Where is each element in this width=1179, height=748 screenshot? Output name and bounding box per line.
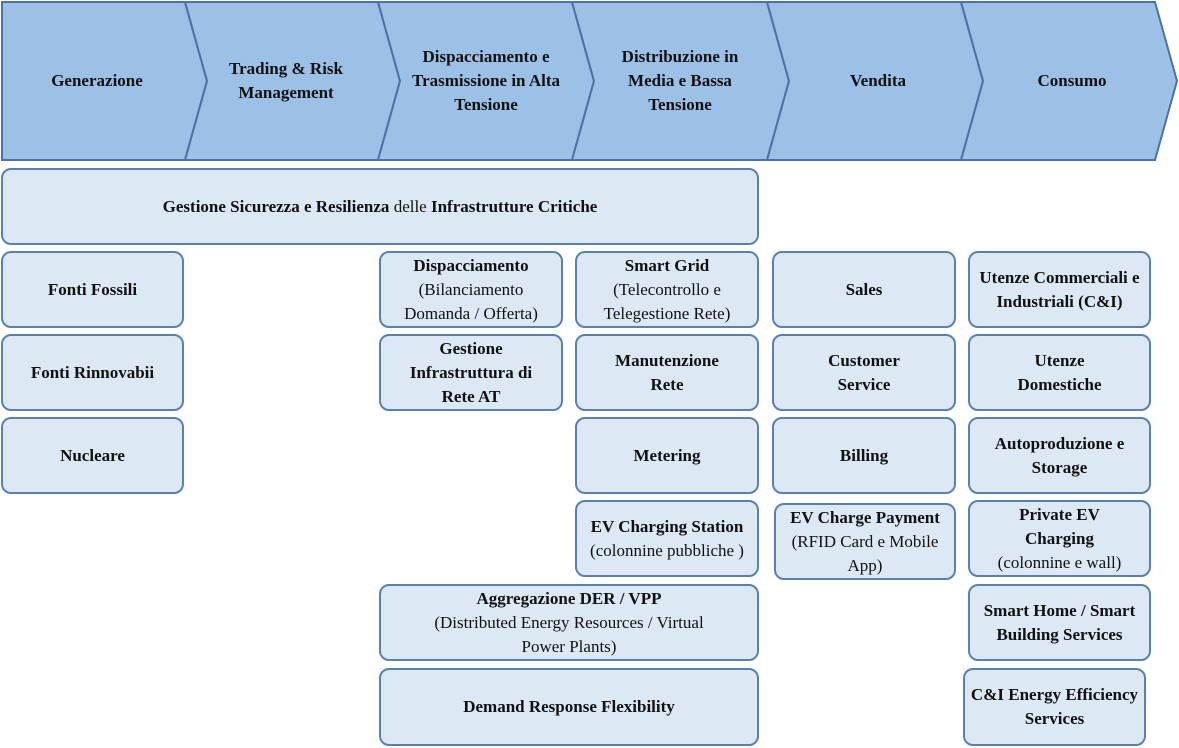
private-ev-subtitle: (colonnine e wall) [997, 552, 1122, 572]
box-utenze-ci: Utenze Commerciali e Industriali (C&I) [968, 251, 1151, 328]
dispacciamento-title: Dispacciamento [413, 255, 529, 275]
billing-label: Billing [839, 445, 889, 465]
ev-charge-payment-subtitle: (RFID Card e Mobile App) [791, 531, 939, 575]
box-sales: Sales [772, 251, 956, 328]
smart-grid-title: Smart Grid [624, 255, 710, 275]
banner-bold-2: Infrastrutture Critiche [430, 196, 598, 216]
stage-label-generazione: Generazione [51, 71, 143, 90]
private-ev-title: Private EV Charging [1019, 504, 1100, 548]
box-smart-grid: Smart Grid (Telecontrollo e Telegestione … [575, 251, 759, 328]
chevron-consumo [959, 0, 1179, 161]
value-chain-chevrons [1, 0, 1179, 161]
manutenzione-rete-label: Manutenzione Rete [615, 350, 719, 394]
ev-charging-station-title: EV Charging Station [590, 516, 744, 536]
stage-label-dispacciamento: Dispacciamento e Trasmissione in Alta Te… [412, 47, 560, 114]
metering-label: Metering [633, 445, 701, 465]
customer-service-label: Customer Service [828, 350, 900, 394]
stage-label-distribuzione: Distribuzione in Media e Bassa Tensione [621, 47, 739, 114]
box-aggregazione-der: Aggregazione DER / VPP (Distributed Energ… [379, 584, 759, 661]
banner-normal: delle [389, 196, 431, 216]
box-smart-home: Smart Home / Smart Building Services [968, 584, 1151, 661]
box-billing: Billing [772, 417, 956, 494]
security-resilience-banner: Gestione Sicurezza e Resilienza delle In… [1, 168, 759, 245]
utenze-ci-label: Utenze Commerciali e Industriali (C&I) [979, 267, 1140, 311]
ci-efficiency-label: C&I Energy Efficiency Services [970, 685, 1139, 728]
aggregazione-der-subtitle: (Distributed Energy Resources / Virtual … [434, 612, 704, 656]
box-fonti-rinnovabili: Fonti Rinnovabii [1, 334, 184, 411]
fonti-fossili-label: Fonti Fossili [47, 279, 138, 299]
box-gestione-infrastruttura: Gestione Infrastruttura di Rete AT [379, 334, 563, 411]
box-dispacciamento: Dispacciamento (Bilanciamento Domanda / O… [379, 251, 563, 328]
box-fonti-fossili: Fonti Fossili [1, 251, 184, 328]
smart-home-label: Smart Home / Smart Building Services [983, 600, 1136, 644]
aggregazione-der-title: Aggregazione DER / VPP [476, 588, 662, 608]
demand-response-label: Demand Response Flexibility [463, 697, 675, 716]
fonti-rinnovabili-label: Fonti Rinnovabii [30, 362, 155, 382]
banner-bold-1: Gestione Sicurezza e Resilienza [162, 196, 390, 216]
dispacciamento-subtitle: (Bilanciamento Domanda / Offerta) [404, 279, 538, 323]
box-autoproduzione: Autoproduzione e Storage [968, 417, 1151, 494]
box-ev-charge-payment: EV Charge Payment (RFID Card e Mobile Ap… [774, 503, 956, 580]
ev-charge-payment-title: EV Charge Payment [790, 507, 940, 527]
nucleare-label: Nucleare [60, 445, 125, 465]
box-demand-response: Demand Response Flexibility [379, 668, 759, 746]
autoproduzione-label: Autoproduzione e Storage [994, 433, 1125, 477]
box-utenze-domestiche: Utenze Domestiche [968, 334, 1151, 411]
stage-label-vendita: Vendita [849, 71, 907, 90]
gestione-infrastruttura-label: Gestione Infrastruttura di Rete AT [409, 338, 533, 406]
box-ev-charging-station: EV Charging Station (colonnine pubbliche… [575, 500, 759, 577]
box-customer-service: Customer Service [772, 334, 956, 411]
box-nucleare: Nucleare [1, 417, 184, 494]
ev-charging-station-subtitle: (colonnine pubbliche ) [590, 540, 744, 560]
smart-grid-subtitle: (Telecontrollo e Telegestione Rete) [603, 279, 731, 323]
stage-label-trading: Trading & Risk Management [229, 59, 343, 102]
box-ci-efficiency: C&I Energy Efficiency Services [963, 668, 1146, 746]
stage-label-consumo: Consumo [1037, 71, 1107, 90]
utenze-domestiche-label: Utenze Domestiche [1017, 350, 1102, 394]
box-metering: Metering [575, 417, 759, 494]
box-manutenzione-rete: Manutenzione Rete [575, 334, 759, 411]
box-private-ev: Private EV Charging (colonnine e wall) [968, 500, 1151, 577]
sales-label: Sales [845, 279, 883, 299]
